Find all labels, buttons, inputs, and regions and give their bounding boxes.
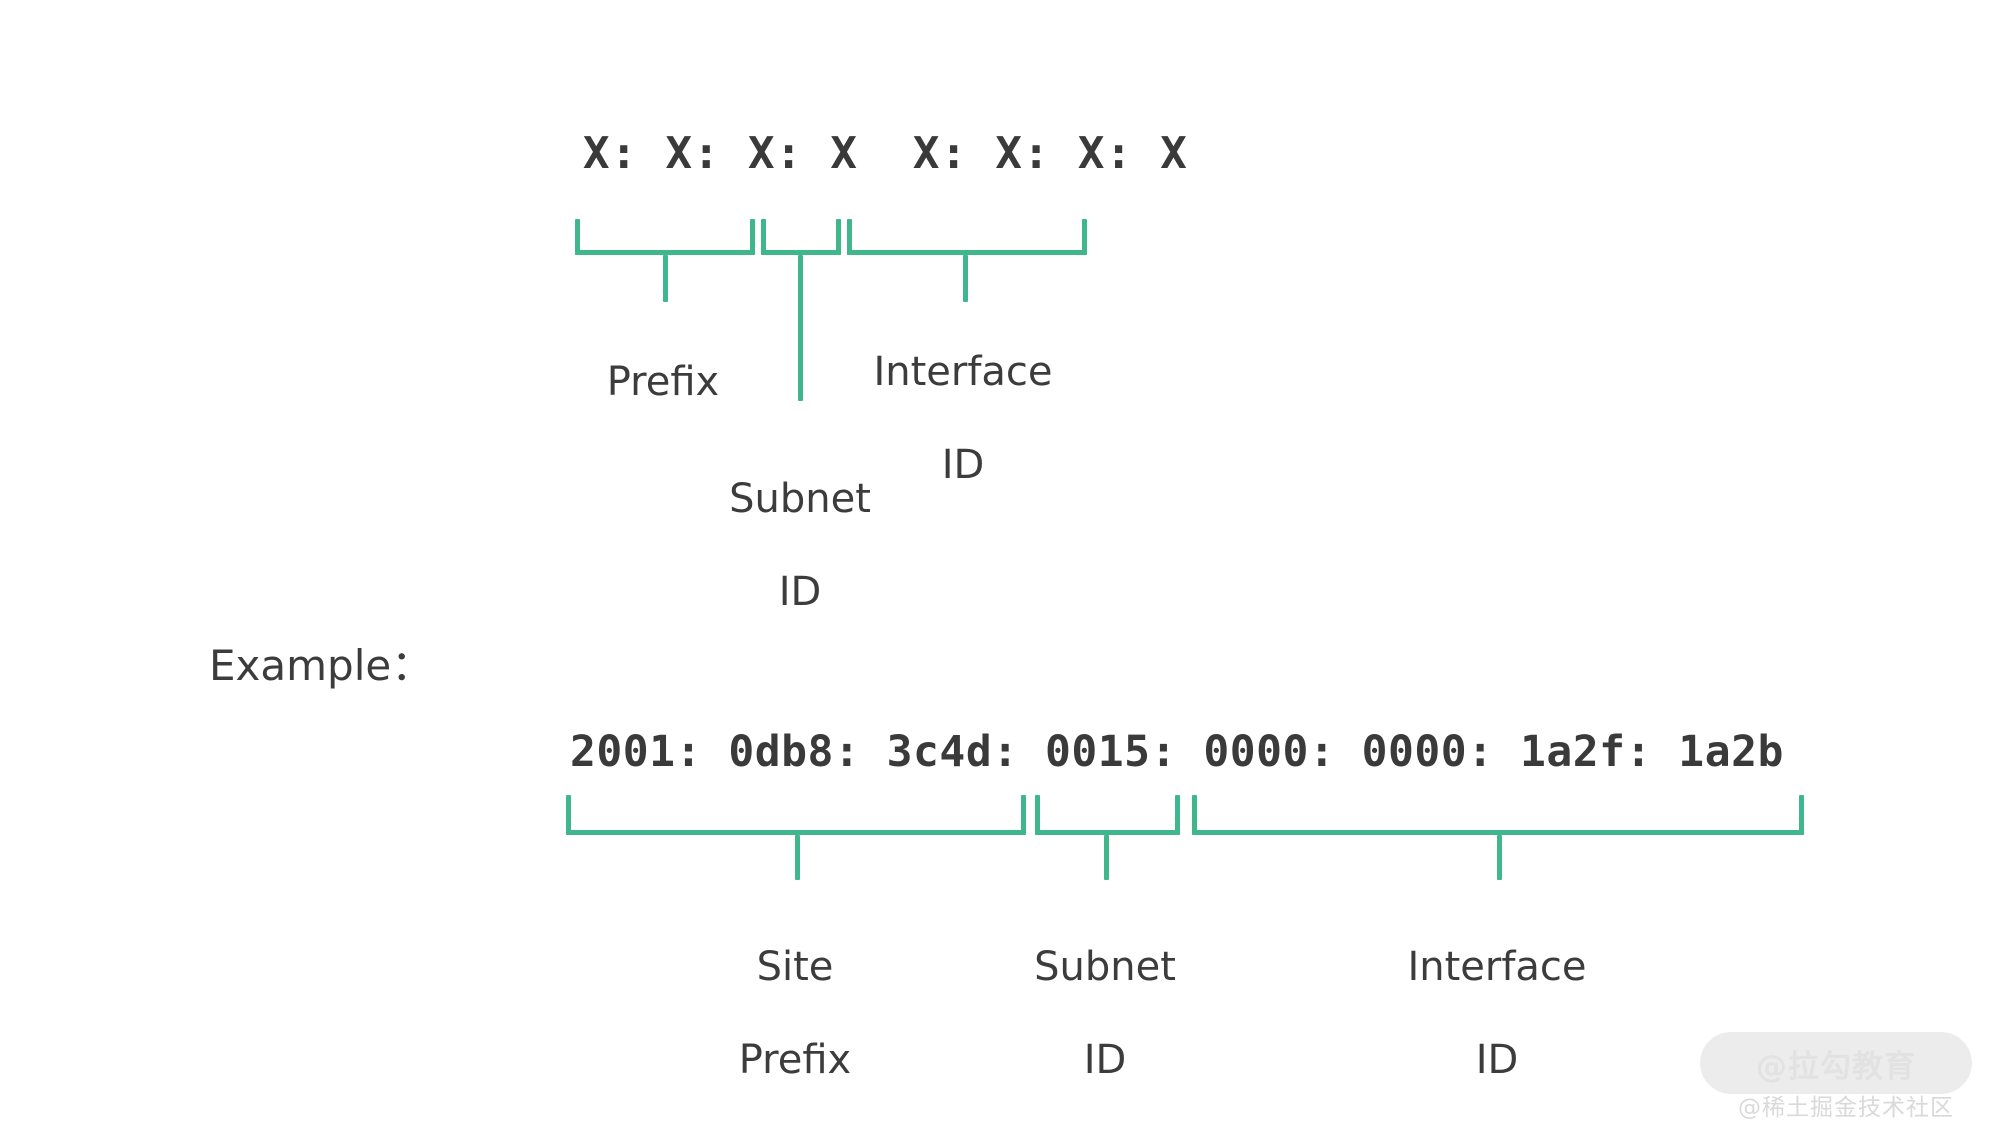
label-prefix: Prefix: [523, 313, 803, 406]
watermark-badge-text: @拉勾教育: [1756, 1048, 1916, 1085]
example-label: Example：: [209, 641, 434, 690]
label-site-prefix-line1: Site: [756, 944, 834, 991]
watermark-footer-text: @稀土掘金技术社区: [1738, 1095, 1954, 1121]
example-address: 2001: 0db8: 3c4d: 0015: 0000: 0000: 1a2f…: [570, 727, 1784, 777]
bracket-arm-right: [1021, 795, 1026, 835]
bracket-arm-left: [1035, 795, 1040, 835]
bracket-arm-left: [847, 219, 852, 255]
label-example-interface-id-line1: Interface: [1407, 944, 1587, 991]
bracket-arm-right: [1082, 219, 1087, 255]
bracket-arm-left: [575, 219, 580, 255]
bracket-site-prefix: [566, 795, 1026, 835]
bracket-interface-id: [847, 219, 1087, 255]
label-example-subnet-id-line2: ID: [1083, 1037, 1127, 1084]
label-site-prefix-line2: Prefix: [738, 1037, 852, 1084]
bracket-arm-left: [761, 219, 766, 255]
bracket-arm-right: [836, 219, 841, 255]
tick-subnet-id: [798, 255, 803, 401]
tick-prefix: [663, 255, 668, 302]
bracket-arm-left: [566, 795, 571, 835]
label-subnet-id: Subnet ID: [660, 430, 940, 662]
label-example-subnet-id: Subnet ID: [965, 898, 1245, 1125]
label-interface-id-line1: Interface: [873, 349, 1053, 396]
label-example-interface-id-line2: ID: [1475, 1037, 1519, 1084]
label-example-subnet-id-line1: Subnet: [1034, 944, 1176, 991]
bracket-bar: [761, 250, 841, 255]
label-interface-id-line2: ID: [941, 442, 985, 489]
bracket-arm-left: [1192, 795, 1197, 835]
tick-example-subnet-id: [1104, 835, 1109, 880]
label-subnet-id-line2: ID: [778, 569, 822, 616]
ipv6-format-string: X: X: X: X X: X: X: X: [583, 128, 1188, 179]
bracket-bar: [1192, 830, 1804, 835]
bracket-bar: [847, 250, 1087, 255]
bracket-prefix: [575, 219, 755, 255]
tick-interface-id: [963, 255, 968, 302]
label-prefix-line1: Prefix: [606, 359, 720, 406]
label-subnet-id-line1: Subnet: [729, 476, 871, 523]
bracket-bar: [566, 830, 1026, 835]
tick-site-prefix: [795, 835, 800, 880]
label-interface-id: Interface ID: [823, 303, 1103, 535]
label-example-interface-id: Interface ID: [1357, 898, 1637, 1125]
bracket-arm-right: [1799, 795, 1804, 835]
watermark-badge: @拉勾教育: [1700, 1032, 1972, 1094]
bracket-bar: [575, 250, 755, 255]
tick-example-interface-id: [1497, 835, 1502, 880]
bracket-example-subnet-id: [1035, 795, 1180, 835]
bracket-example-interface-id: [1192, 795, 1804, 835]
label-site-prefix: Site Prefix: [655, 898, 935, 1125]
bracket-bar: [1035, 830, 1180, 835]
bracket-subnet-id: [761, 219, 841, 255]
bracket-arm-right: [750, 219, 755, 255]
bracket-arm-right: [1175, 795, 1180, 835]
